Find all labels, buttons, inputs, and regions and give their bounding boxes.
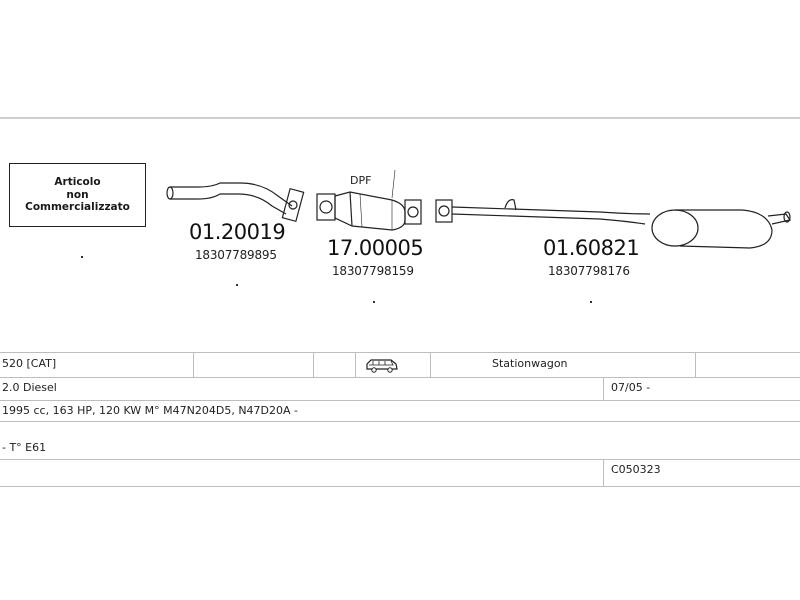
top-divider	[0, 117, 800, 119]
column-divider	[603, 377, 604, 401]
not-sold-box: Articolo non Commercializzato	[9, 163, 146, 227]
column-divider	[695, 352, 696, 377]
table-row	[0, 352, 800, 378]
marker-dot	[236, 284, 238, 286]
column-divider	[603, 460, 604, 487]
column-divider	[313, 352, 314, 377]
specs-cell: 1995 cc, 163 HP, 120 KW M° M47N204D5, N4…	[2, 404, 299, 417]
model-cell: 520 [CAT]	[2, 357, 57, 370]
dpf-drawing	[316, 169, 422, 231]
column-divider	[430, 352, 431, 377]
marker-dot	[590, 301, 592, 303]
dpf-label: DPF	[350, 174, 372, 187]
table-row	[0, 377, 800, 401]
part-code-2[interactable]: 17.00005	[327, 236, 424, 260]
engine-cell: 2.0 Diesel	[2, 381, 57, 394]
not-sold-label: Articolo non Commercializzato	[25, 176, 130, 214]
ref-code-cell: C050323	[611, 463, 661, 476]
body-type-cell: Stationwagon	[492, 357, 568, 370]
table-row	[0, 460, 800, 487]
oem-number-1: 18307789895	[195, 248, 277, 262]
column-divider	[355, 352, 356, 377]
rear-silencer-drawing	[435, 199, 791, 249]
front-pipe-drawing	[166, 182, 305, 223]
oem-number-3: 18307798176	[548, 264, 630, 278]
car-icon	[365, 357, 399, 378]
part-code-1[interactable]: 01.20019	[189, 220, 286, 244]
part-code-3[interactable]: 01.60821	[543, 236, 640, 260]
table-row	[0, 422, 800, 460]
marker-dot	[81, 256, 83, 258]
oem-number-2: 18307798159	[332, 264, 414, 278]
date-cell: 07/05 -	[611, 381, 651, 394]
marker-dot	[373, 301, 375, 303]
table-row	[0, 401, 800, 422]
column-divider	[193, 352, 194, 377]
chassis-cell: - T° E61	[2, 441, 47, 454]
